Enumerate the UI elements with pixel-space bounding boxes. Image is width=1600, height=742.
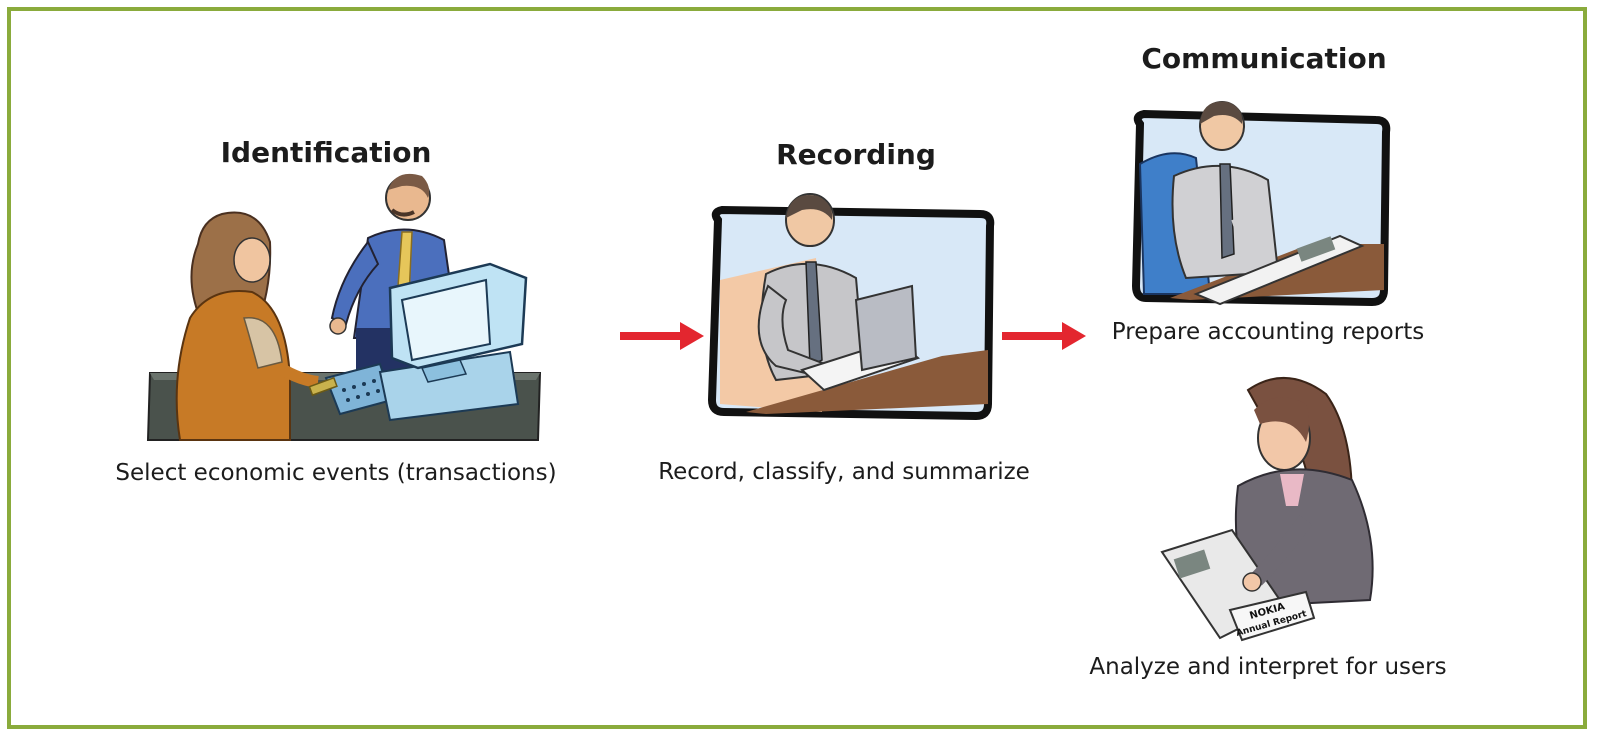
identification-caption: Select economic events (transactions) — [115, 460, 557, 486]
recording-caption: Record, classify, and summarize — [658, 459, 1030, 485]
communication-title: Communication — [1141, 42, 1387, 75]
clerk-customer-computer-icon — [146, 173, 542, 441]
arrow-right-icon — [1002, 322, 1086, 350]
man-writing-report-icon — [1131, 101, 1391, 307]
man-typing-laptop-icon — [707, 193, 995, 421]
recording-title: Recording — [776, 138, 936, 171]
arrow-right-icon — [620, 322, 704, 350]
woman-reading-report-icon: NOKIA Annual Report — [1160, 377, 1374, 642]
users-caption: Analyze and interpret for users — [1089, 654, 1447, 680]
identification-title: Identification — [220, 136, 432, 169]
reports-caption: Prepare accounting reports — [1111, 319, 1425, 345]
